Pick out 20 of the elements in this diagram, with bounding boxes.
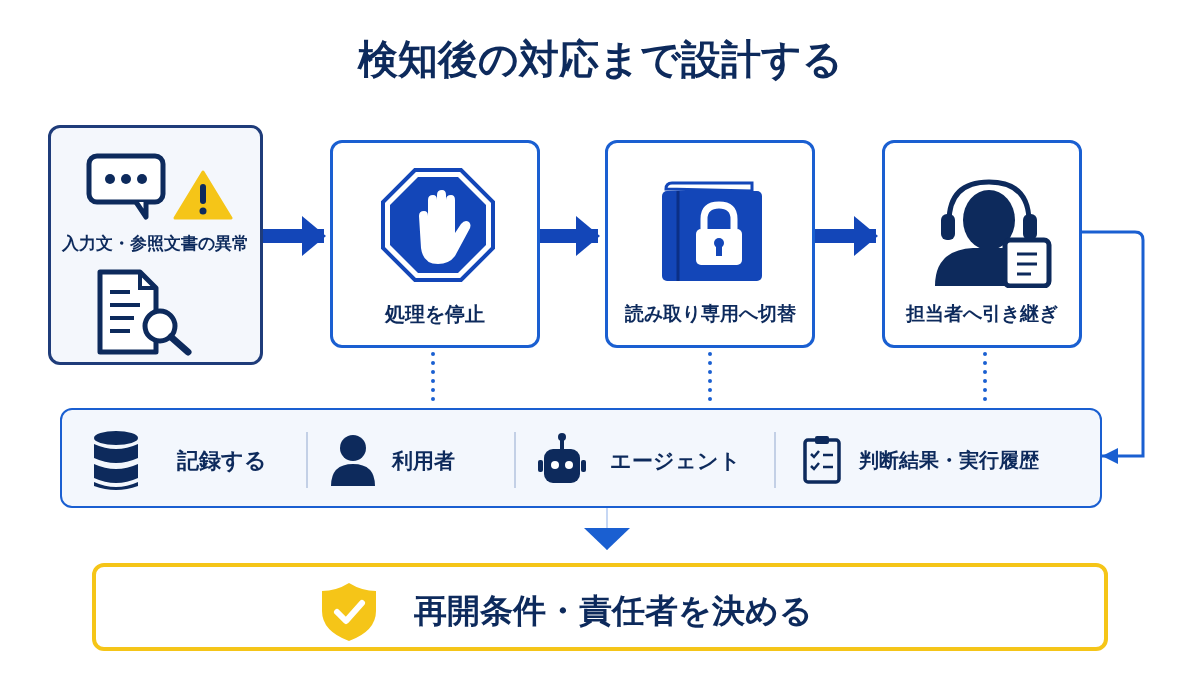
node-label: 入力文・参照文書の異常 bbox=[62, 232, 249, 255]
node-label: 処理を停止 bbox=[385, 301, 485, 328]
node-label: 利用者 bbox=[392, 448, 455, 475]
node-label: 判断結果・実行履歴 bbox=[859, 447, 1039, 474]
input-anomaly-box bbox=[48, 125, 263, 365]
arrow bbox=[540, 216, 600, 256]
arrow bbox=[263, 216, 326, 256]
node-label: エージェント bbox=[610, 448, 741, 475]
process-box bbox=[605, 140, 815, 348]
node-label: 記録する bbox=[177, 447, 267, 475]
record-panel bbox=[60, 408, 1102, 508]
decision-box bbox=[92, 563, 1108, 651]
title: 検知後の対応まで設計する bbox=[356, 35, 844, 84]
node-label: 読み取り専用へ切替 bbox=[624, 301, 796, 326]
arrow bbox=[1082, 230, 1145, 464]
node-label: 再開条件・責任者を決める bbox=[414, 590, 813, 632]
process-box bbox=[330, 140, 540, 348]
arrow bbox=[815, 216, 878, 256]
node-label: 担当者へ引き継ぎ bbox=[906, 301, 1058, 326]
process-box bbox=[882, 140, 1082, 348]
